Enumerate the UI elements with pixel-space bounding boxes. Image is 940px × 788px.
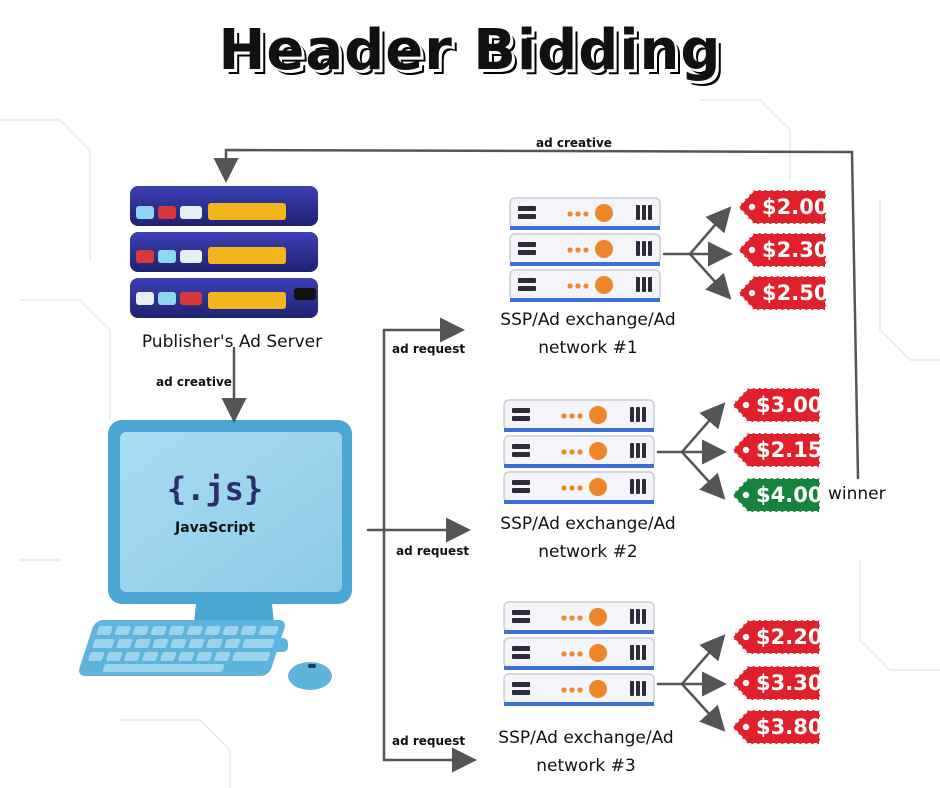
- bid-tag: $2.15: [730, 431, 822, 469]
- bid-branch-arrow: [680, 682, 726, 732]
- ad-creative-label-side: ad creative: [156, 375, 232, 389]
- price-tag-icon: [730, 387, 821, 423]
- bid-amount: $2.15: [756, 438, 823, 462]
- bid-branch-arrow: [688, 252, 732, 300]
- network-caption: SSP/Ad exchange/Ad network #1: [466, 306, 710, 362]
- server-unit: [509, 269, 661, 302]
- js-logo: {.js}: [166, 470, 264, 508]
- price-tag-icon: [730, 619, 821, 655]
- server-icon: [503, 601, 655, 706]
- ad-request-label-1: ad request: [392, 342, 466, 356]
- bid-tag: $3.30: [730, 664, 822, 702]
- network-caption-line2: network #3: [536, 756, 636, 776]
- bid-tag: $3.80: [730, 708, 822, 746]
- js-logo-caption: JavaScript: [174, 520, 256, 536]
- bid-tag: $2.30: [736, 231, 828, 269]
- network-caption-line2: network #2: [538, 542, 638, 562]
- winning-bid-amount: $4.00: [756, 483, 823, 507]
- price-tag-icon: [730, 432, 821, 468]
- network-caption-line1: SSP/Ad exchange/Ad: [498, 728, 674, 748]
- bid-amount: $2.20: [756, 625, 823, 649]
- bid-tag: $2.00: [736, 188, 828, 226]
- network-caption-line1: SSP/Ad exchange/Ad: [500, 310, 676, 330]
- server-unit: [509, 197, 661, 230]
- bid-amount: $2.30: [762, 238, 829, 262]
- server-unit: [503, 637, 655, 670]
- server-unit: [503, 435, 655, 468]
- bid-branch-arrow: [662, 206, 732, 256]
- bid-amount: $2.50: [762, 281, 829, 305]
- server-unit: [503, 601, 655, 634]
- ad-creative-return-arrow: [213, 148, 860, 480]
- bid-amount: $3.80: [756, 715, 823, 739]
- network-caption: SSP/Ad exchange/Ad network #2: [466, 510, 710, 566]
- ad-request-label-3: ad request: [392, 734, 466, 748]
- server-icon: [503, 399, 655, 504]
- server-unit: [503, 399, 655, 432]
- network-caption-line1: SSP/Ad exchange/Ad: [500, 514, 676, 534]
- price-tag-icon: [730, 709, 821, 745]
- winning-bid-tag: $4.00: [730, 476, 822, 514]
- bid-branch-arrow: [680, 450, 726, 500]
- bid-tag: $3.00: [730, 386, 822, 424]
- bid-amount: $2.00: [762, 195, 829, 219]
- price-tag-icon: [736, 232, 827, 268]
- price-tag-icon: [730, 665, 821, 701]
- server-unit: [503, 673, 655, 706]
- bid-tag: $2.20: [730, 618, 822, 656]
- price-tag-icon: [736, 189, 827, 225]
- publisher-server-label: Publisher's Ad Server: [141, 332, 323, 352]
- bid-branch-arrow: [656, 402, 726, 454]
- server-unit: [509, 233, 661, 266]
- server-rack-icon: [130, 186, 318, 318]
- bid-tag: $2.50: [736, 274, 828, 312]
- bid-branch-arrow: [656, 634, 726, 686]
- page-title: Header Bidding: [218, 18, 722, 83]
- server-icon: [509, 197, 661, 302]
- winner-label: winner: [828, 484, 886, 504]
- ad-request-label-2: ad request: [396, 544, 470, 558]
- ad-creative-label-top: ad creative: [536, 136, 612, 150]
- network-caption: SSP/Ad exchange/Ad network #3: [464, 724, 708, 780]
- price-tag-icon: [736, 275, 827, 311]
- computer-icon: [79, 420, 352, 690]
- bid-amount: $3.30: [756, 671, 823, 695]
- network-caption-line2: network #1: [538, 338, 638, 358]
- server-unit: [503, 471, 655, 504]
- bid-amount: $3.00: [756, 393, 823, 417]
- price-tag-icon: [730, 477, 821, 513]
